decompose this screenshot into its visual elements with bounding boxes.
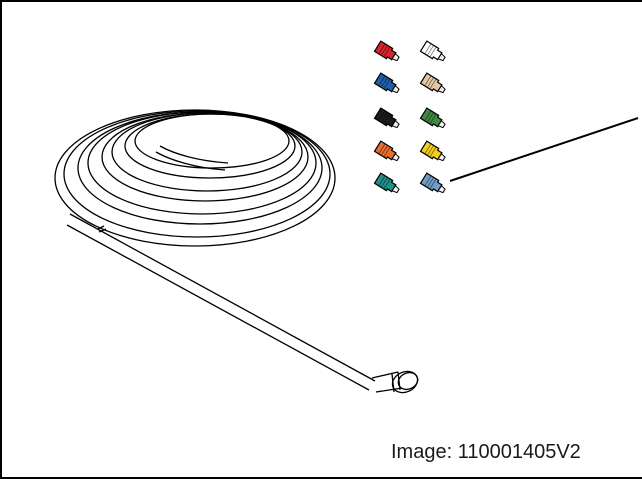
coiled-tubing-icon — [54, 109, 419, 394]
figure-caption: Image: 110001405V2 — [391, 441, 581, 463]
connector-orange-icon — [373, 140, 400, 162]
connector-light-blue-icon — [419, 172, 446, 194]
connector-tan-icon — [419, 72, 446, 94]
connector-yellow-icon — [419, 140, 446, 162]
connector-black-icon — [373, 107, 400, 129]
connector-red-icon — [373, 40, 400, 62]
callout-leader-line — [449, 117, 639, 182]
connector-green-icon — [419, 107, 446, 129]
connector-grid — [373, 40, 446, 194]
connector-teal-icon — [373, 172, 400, 194]
connector-blue-icon — [373, 72, 400, 94]
connector-white-icon — [419, 40, 446, 62]
